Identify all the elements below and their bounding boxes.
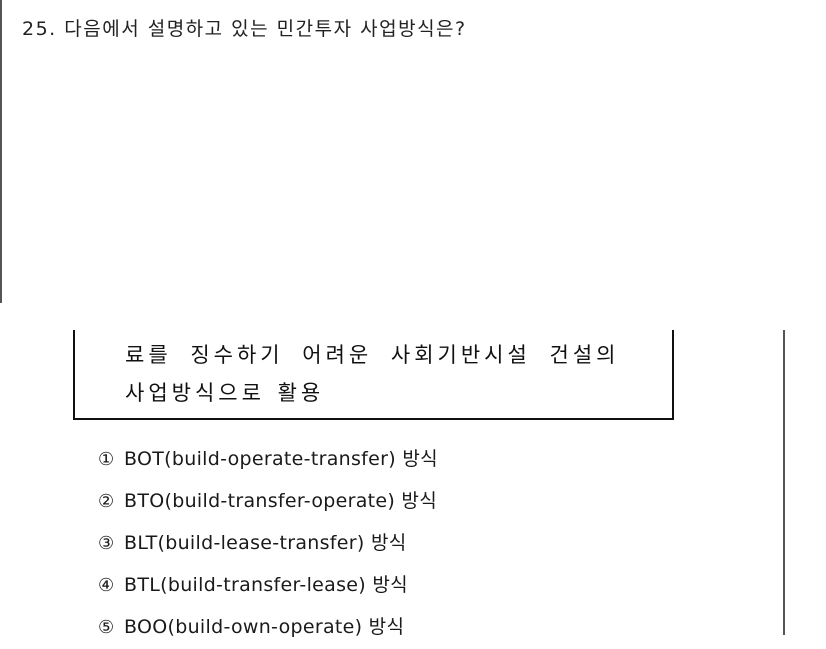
option-number: ③ xyxy=(98,533,115,554)
question-title: 25. 다음에서 설명하고 있는 민간투자 사업방식은? xyxy=(22,18,467,40)
panel-left-border xyxy=(0,0,2,303)
option-text: BTL(build-transfer-lease) 방식 xyxy=(124,574,408,596)
option-number: ⑤ xyxy=(98,617,115,638)
passage-line: 사업방식으로 활용 xyxy=(125,381,325,405)
answer-options: ① BOT(build-operate-transfer) 방식 ② BTO(bui… xyxy=(98,438,438,648)
panel-right-border xyxy=(783,330,785,635)
option-number: ② xyxy=(98,491,115,512)
answer-option-5[interactable]: ⑤ BOO(build-own-operate) 방식 xyxy=(98,606,438,648)
option-text: BOT(build-operate-transfer) 방식 xyxy=(124,448,438,470)
option-number: ① xyxy=(98,449,115,470)
option-text: BOO(build-own-operate) 방식 xyxy=(124,616,405,638)
option-number: ④ xyxy=(98,575,115,596)
passage-line: 료를 징수하기 어려운 사회기반시설 건설의 xyxy=(125,343,620,367)
passage-box: 료를 징수하기 어려운 사회기반시설 건설의 사업방식으로 활용 xyxy=(73,330,674,420)
answer-option-4[interactable]: ④ BTL(build-transfer-lease) 방식 xyxy=(98,564,438,606)
answer-option-3[interactable]: ③ BLT(build-lease-transfer) 방식 xyxy=(98,522,438,564)
answer-option-2[interactable]: ② BTO(build-transfer-operate) 방식 xyxy=(98,480,438,522)
answer-option-1[interactable]: ① BOT(build-operate-transfer) 방식 xyxy=(98,438,438,480)
option-text: BTO(build-transfer-operate) 방식 xyxy=(124,490,437,512)
question-body-panel: 료를 징수하기 어려운 사회기반시설 건설의 사업방식으로 활용 ① BOT(bu… xyxy=(0,320,826,638)
question-header-panel: 25. 다음에서 설명하고 있는 민간투자 사업방식은? xyxy=(0,0,826,303)
option-text: BLT(build-lease-transfer) 방식 xyxy=(124,532,407,554)
